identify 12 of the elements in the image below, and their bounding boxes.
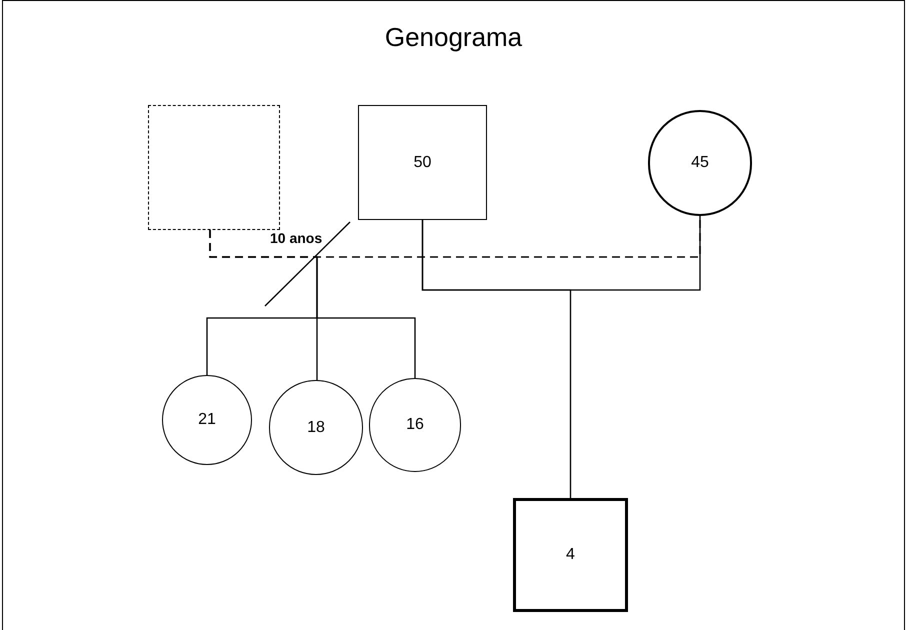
age-label: 21 xyxy=(198,410,216,430)
relationship-line xyxy=(422,220,572,498)
age-label: 4 xyxy=(566,545,575,565)
unknown-person-square xyxy=(148,105,280,230)
male-square xyxy=(358,105,487,220)
age-label: 45 xyxy=(691,153,709,173)
male-square xyxy=(513,498,628,612)
age-label: 16 xyxy=(406,415,424,435)
edge-label: 10 anos xyxy=(270,231,322,245)
title: Genograma xyxy=(384,22,522,52)
age-label: 18 xyxy=(307,418,325,438)
age-label: 50 xyxy=(414,152,432,172)
